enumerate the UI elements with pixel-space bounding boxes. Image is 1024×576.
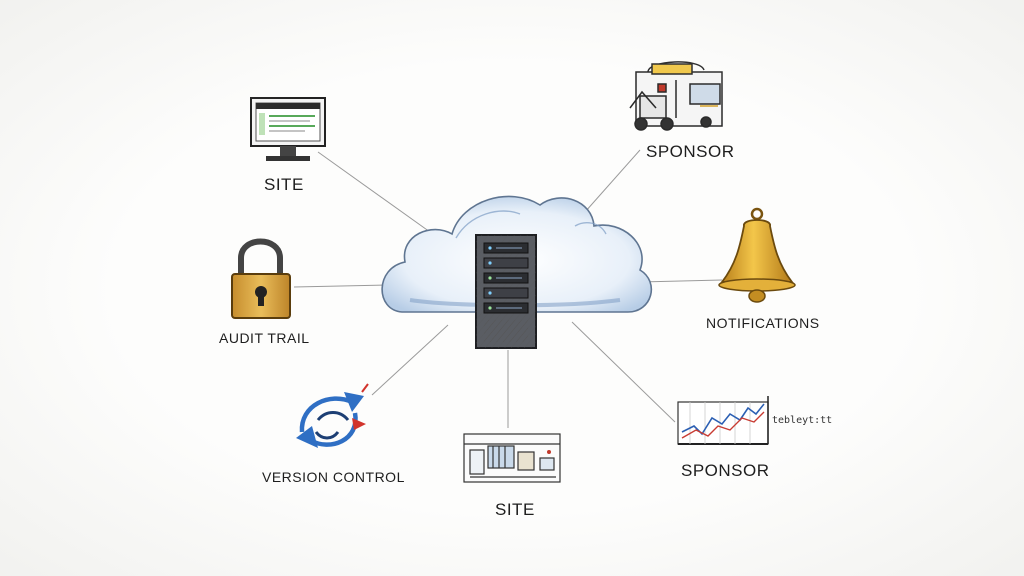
node-label-notifications: NOTIFICATIONS	[706, 315, 820, 331]
server-rack-icon	[475, 234, 537, 349]
connector-audit-trail	[293, 284, 391, 288]
node-label-audit-trail: AUDIT TRAIL	[219, 330, 310, 346]
sync-arrows-icon	[296, 383, 369, 448]
connector-sponsor-bottom	[571, 321, 676, 423]
connector-notifications	[639, 279, 723, 283]
machinery-icon	[629, 61, 723, 131]
node-label-site-bottom: SITE	[495, 500, 535, 519]
line-chart-icon	[677, 396, 769, 445]
chart-caption: teblеyt:tt	[772, 415, 833, 426]
connector-lines	[293, 149, 723, 428]
connector-version-control	[371, 324, 449, 396]
connector-sponsor-top	[584, 149, 641, 213]
connector-site-top	[317, 151, 431, 233]
node-label-site-top: SITE	[264, 175, 304, 194]
node-label-sponsor-bottom: SPONSOR	[681, 461, 770, 480]
padlock-icon	[231, 238, 291, 319]
bell-icon	[718, 207, 796, 303]
node-label-version-control: VERSION CONTROL	[262, 469, 405, 485]
monitor-icon	[250, 97, 326, 161]
node-label-sponsor-top: SPONSOR	[646, 142, 735, 161]
site-plan-icon	[463, 433, 561, 483]
